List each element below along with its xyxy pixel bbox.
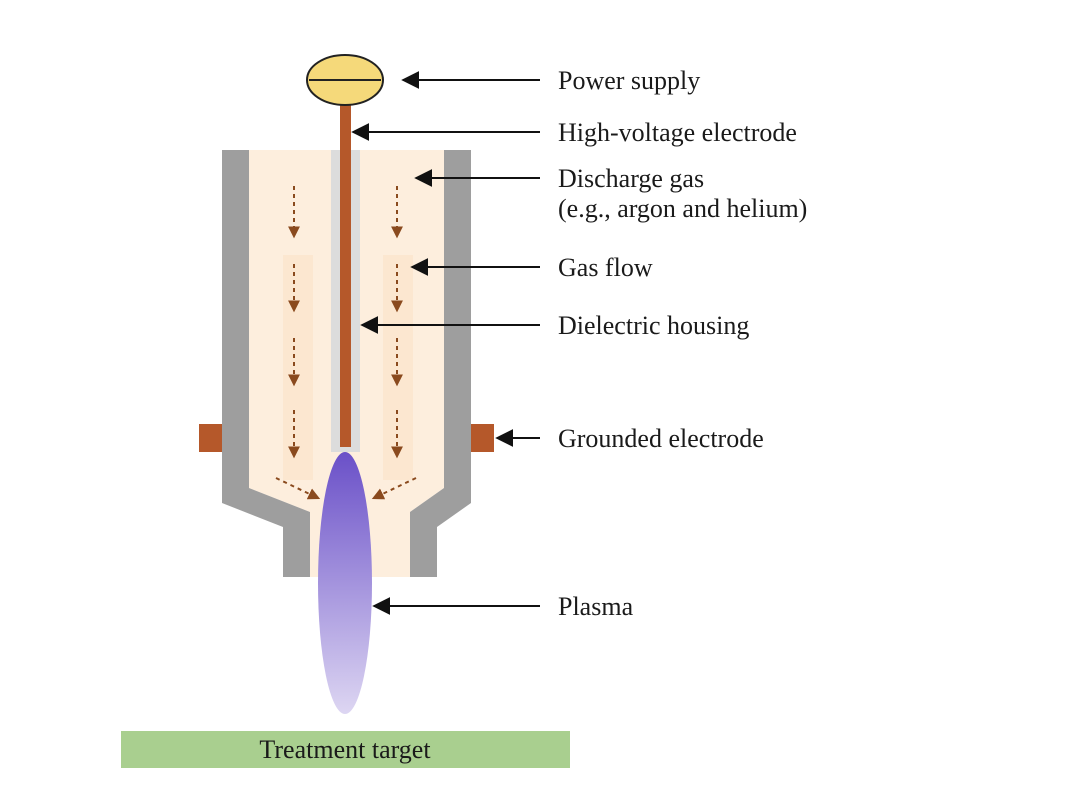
high-voltage-electrode-rod	[340, 103, 351, 447]
plasma-plume	[318, 452, 372, 714]
leader-arrows	[351, 71, 540, 615]
label-high-voltage-electrode: High-voltage electrode	[558, 118, 797, 147]
label-gas-flow: Gas flow	[558, 253, 653, 282]
treatment-target-label: Treatment target	[259, 735, 431, 764]
label-grounded-electrode: Grounded electrode	[558, 424, 764, 453]
label-plasma: Plasma	[558, 592, 634, 621]
label-discharge-gas-example: (e.g., argon and helium)	[558, 194, 807, 223]
label-power-supply: Power supply	[558, 66, 700, 95]
gas-flow-zone-left	[283, 255, 313, 480]
grounded-electrode-right	[471, 424, 494, 452]
grounded-electrode-left	[199, 424, 222, 452]
housing-wall-right	[410, 150, 471, 577]
treatment-target-block	[121, 731, 570, 768]
label-discharge-gas: Discharge gas	[558, 164, 704, 193]
gas-flow-arrows	[275, 186, 417, 500]
label-dielectric-housing: Dielectric housing	[558, 311, 749, 340]
housing-wall-left	[222, 150, 310, 577]
